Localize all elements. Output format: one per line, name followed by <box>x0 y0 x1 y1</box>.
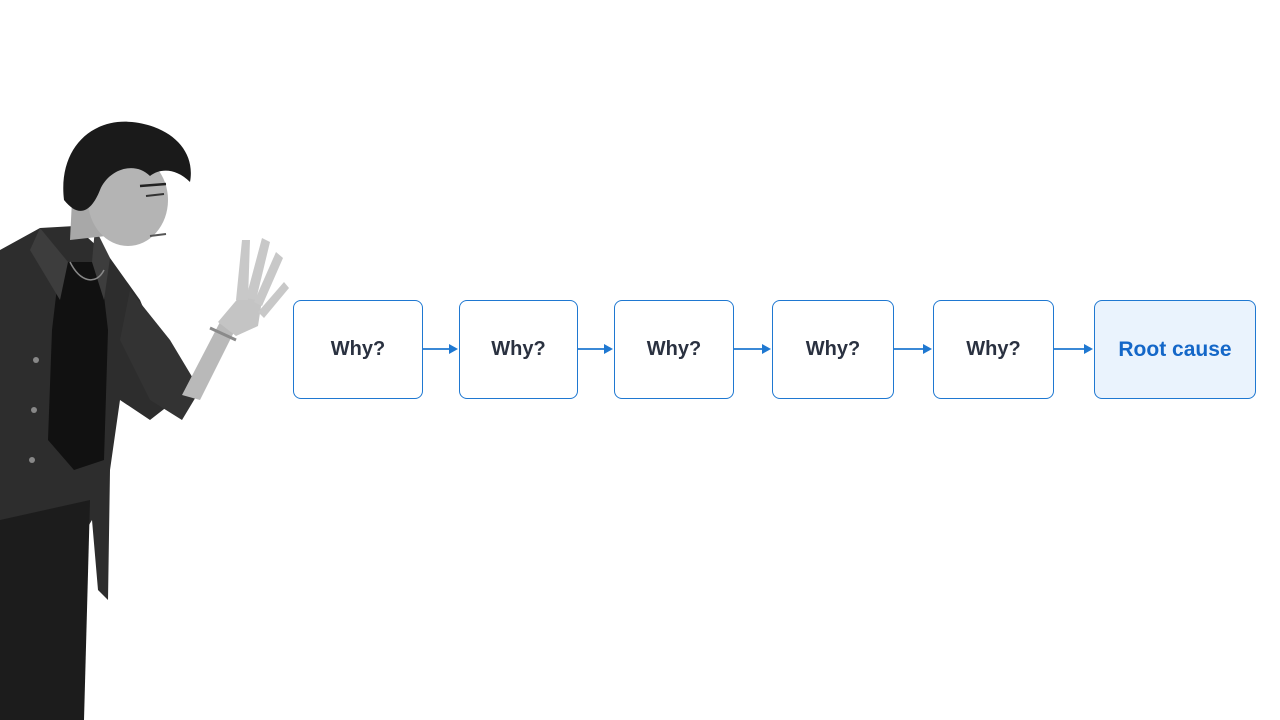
why-step-3-label: Why? <box>646 338 702 360</box>
root-cause-box: Root cause <box>1094 300 1256 399</box>
arrow-right-icon <box>423 344 458 354</box>
why-step-4-label: Why? <box>805 338 861 360</box>
arrow-right-icon <box>734 344 771 354</box>
why-step-5-label: Why? <box>966 338 1021 360</box>
why-step-2: Why? <box>459 300 578 399</box>
why-step-1-label: Why? <box>330 338 386 360</box>
person-holding-up-four-fingers-icon <box>0 121 289 720</box>
arrow-right-icon <box>894 344 932 354</box>
why-step-4: Why? <box>772 300 894 399</box>
why-step-3: Why? <box>614 300 734 399</box>
root-cause-label: Root cause <box>1118 337 1232 361</box>
arrow-right-icon <box>1054 344 1093 354</box>
why-step-5: Why? <box>933 300 1054 399</box>
why-step-1: Why? <box>293 300 423 399</box>
why-step-2-label: Why? <box>491 338 546 360</box>
arrow-right-icon <box>578 344 613 354</box>
